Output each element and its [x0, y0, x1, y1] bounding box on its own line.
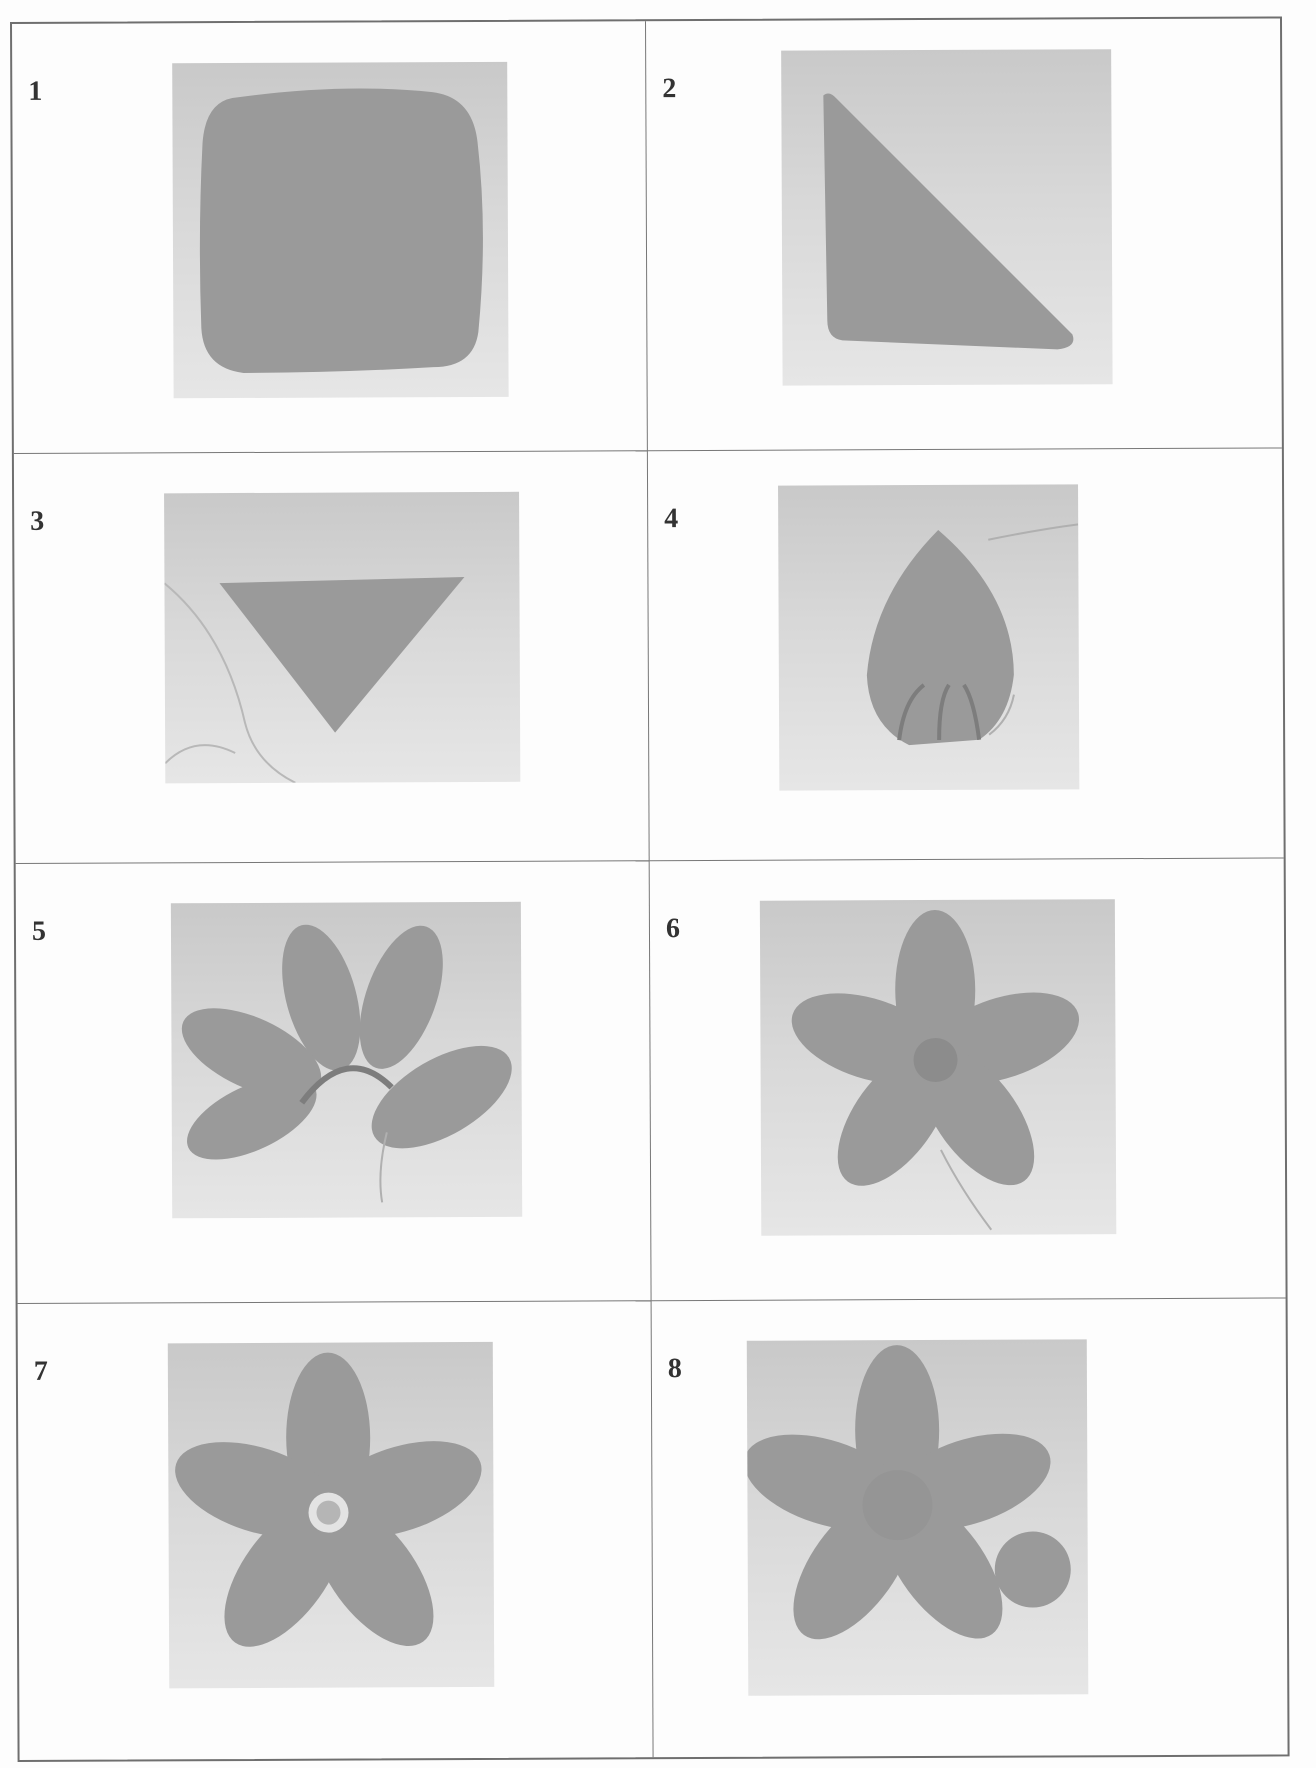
fabric-square-illustration — [172, 62, 508, 398]
step-cell-3: 3 — [14, 451, 650, 864]
assembled-flower-photo — [760, 899, 1116, 1236]
step-cell-1: 1 — [12, 21, 648, 454]
felt-circle — [995, 1531, 1071, 1607]
step-number: 4 — [664, 503, 678, 535]
flower-with-felt-circle-photo — [747, 1339, 1089, 1695]
folded-again-triangle-photo — [164, 492, 520, 784]
step-cell-6: 6 — [650, 858, 1286, 1301]
step-number: 2 — [662, 73, 676, 105]
folded-triangle-illustration — [781, 49, 1112, 385]
flower-with-felt-circle-illustration — [747, 1339, 1089, 1695]
flower-with-bead-center-photo — [168, 1342, 495, 1688]
gathered-petal-photo — [778, 484, 1079, 790]
step-cell-4: 4 — [648, 448, 1284, 861]
fabric-square-photo — [172, 62, 508, 398]
step-cell-7: 7 — [18, 1301, 654, 1760]
step-number: 6 — [666, 913, 680, 945]
step-cell-2: 2 — [646, 18, 1282, 451]
petals-on-thread-illustration — [171, 902, 522, 1219]
assembled-flower-illustration — [760, 899, 1116, 1236]
flower-with-bead-center-illustration — [168, 1342, 495, 1688]
petals-on-thread-photo — [171, 902, 522, 1219]
step-cell-8: 8 — [652, 1298, 1288, 1757]
step-number: 8 — [668, 1353, 682, 1385]
step-number: 7 — [34, 1356, 48, 1388]
folded-again-triangle-illustration — [164, 492, 520, 784]
gathered-petal-illustration — [778, 484, 1079, 790]
instructions-table: 1 2 3 — [10, 16, 1290, 1762]
step-number: 1 — [28, 76, 42, 108]
folded-triangle-photo — [781, 49, 1112, 385]
step-number: 3 — [30, 506, 44, 538]
step-number: 5 — [32, 916, 46, 948]
step-cell-5: 5 — [16, 861, 652, 1304]
